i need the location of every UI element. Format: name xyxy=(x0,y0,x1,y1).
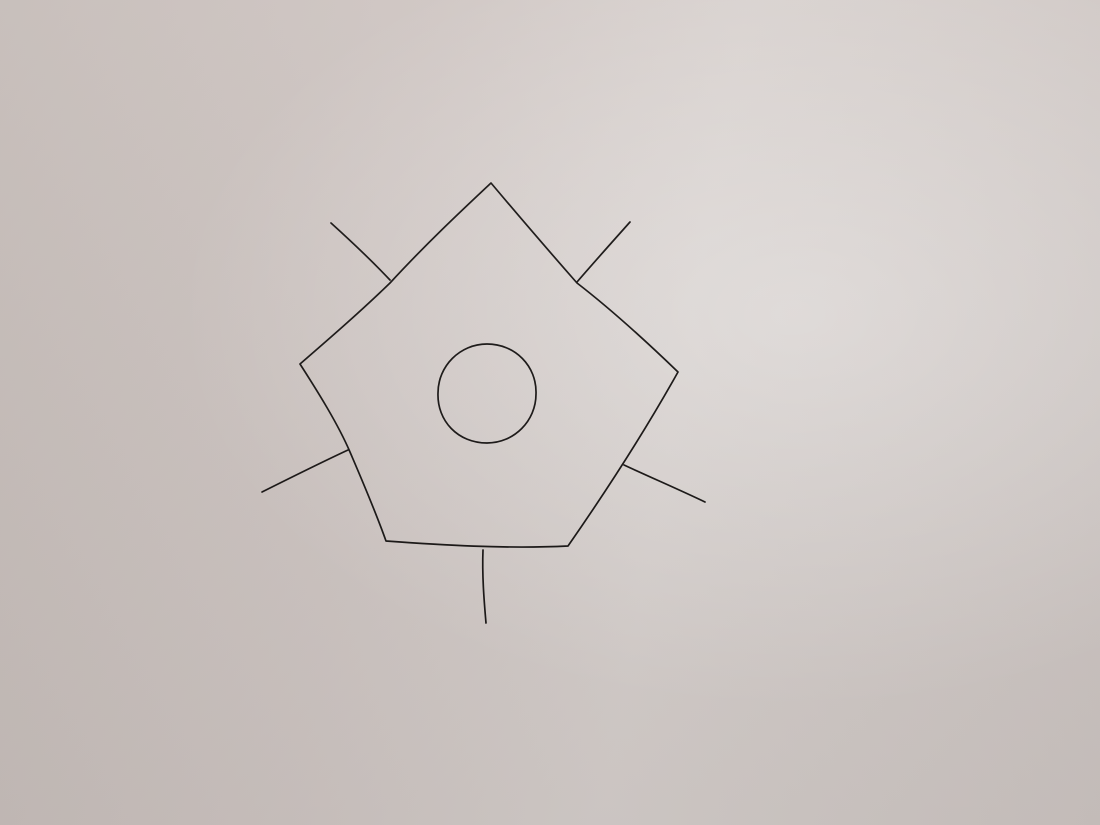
spike-bottom xyxy=(481,549,487,624)
spike-top-left xyxy=(330,222,391,281)
spike-right xyxy=(623,464,706,503)
pentagon-shape xyxy=(299,182,679,548)
spike-top-right xyxy=(576,221,631,283)
spike-left xyxy=(261,449,349,493)
inner-circle xyxy=(437,343,537,444)
